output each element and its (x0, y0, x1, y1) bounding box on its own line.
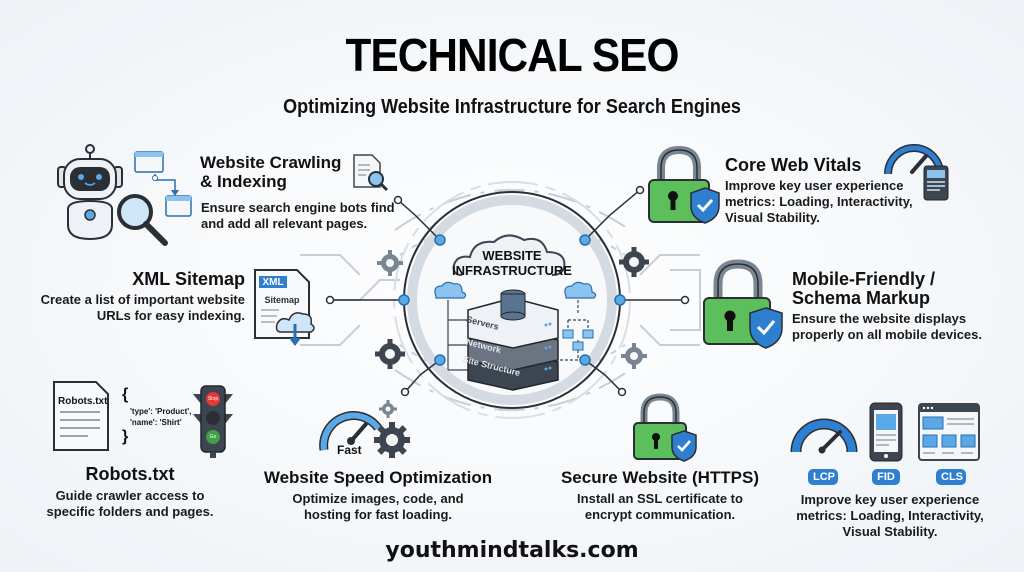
tablet-icon (923, 165, 949, 201)
speed-text: Website Speed Optimization Optimize imag… (263, 468, 493, 522)
gear-icon (379, 400, 397, 418)
crawling-description: Ensure search engine bots find and add a… (201, 200, 395, 231)
robot-icon (57, 144, 123, 241)
sitemap-label: Sitemap (264, 295, 300, 305)
fid-badge: FID (872, 469, 900, 485)
light-go-label: Go (209, 434, 217, 440)
gear-icon (377, 250, 403, 276)
robots-file-icon (53, 381, 109, 451)
cls-browser-icon (918, 403, 980, 461)
page-title: TECHNICAL SEO (345, 29, 680, 81)
gauge-icon (884, 144, 944, 175)
padlock-shield-icon (648, 145, 720, 224)
crawling-title: Website Crawling & Indexing (200, 153, 342, 191)
padlock-shield-icon (633, 393, 697, 462)
lcp-gauge-icon (790, 418, 858, 454)
padlock-shield-icon (703, 259, 783, 349)
metrics-text: Improve key user experience metrics: Loa… (796, 492, 984, 539)
traffic-light-icon (193, 385, 233, 458)
code-brace-close: } (122, 428, 129, 445)
code-line-2: 'name': 'Shirt' (130, 418, 182, 427)
cwv-text: Core Web Vitals Improve key user experie… (725, 155, 913, 226)
speedometer-icon (319, 411, 382, 451)
lcp-badge: LCP (808, 469, 838, 485)
gear-icon (619, 247, 649, 277)
gear-icon (374, 422, 410, 458)
code-brace-open: { (122, 386, 129, 403)
gear-icon (621, 343, 647, 369)
light-stop-label: Stop (207, 396, 219, 402)
cls-badge: CLS (936, 469, 966, 485)
gauge-fast-label: Fast (337, 443, 362, 457)
xml-label: XML (262, 277, 284, 288)
sitemap-pages-icon (134, 151, 192, 217)
fid-phone-icon (869, 402, 903, 462)
page-subtitle: Optimizing Website Infrastructure for Se… (283, 96, 741, 118)
robots-file-label: Robots.txt (58, 396, 108, 407)
magnifier-icon (117, 194, 168, 246)
cloud-icon (452, 234, 566, 276)
footer-site-link[interactable]: youthmindtalks.com (385, 538, 639, 563)
sitemap-text: XML Sitemap Create a list of important w… (40, 269, 245, 324)
document-search-icon (353, 154, 389, 192)
server-stack-icon (434, 281, 597, 391)
gear-icon (375, 339, 405, 369)
mobile-text: Mobile-Friendly / Schema Markup Ensure t… (792, 269, 983, 343)
xml-sitemap-file-icon (254, 269, 315, 346)
https-text: Secure Website (HTTPS) Install an SSL ce… (560, 468, 760, 522)
robots-text: Robots.txt Guide crawler access to speci… (46, 464, 214, 520)
center-title: WEBSITE INFRASTRUCTURE (452, 248, 572, 278)
code-line-1: 'type': 'Product', (130, 407, 192, 416)
